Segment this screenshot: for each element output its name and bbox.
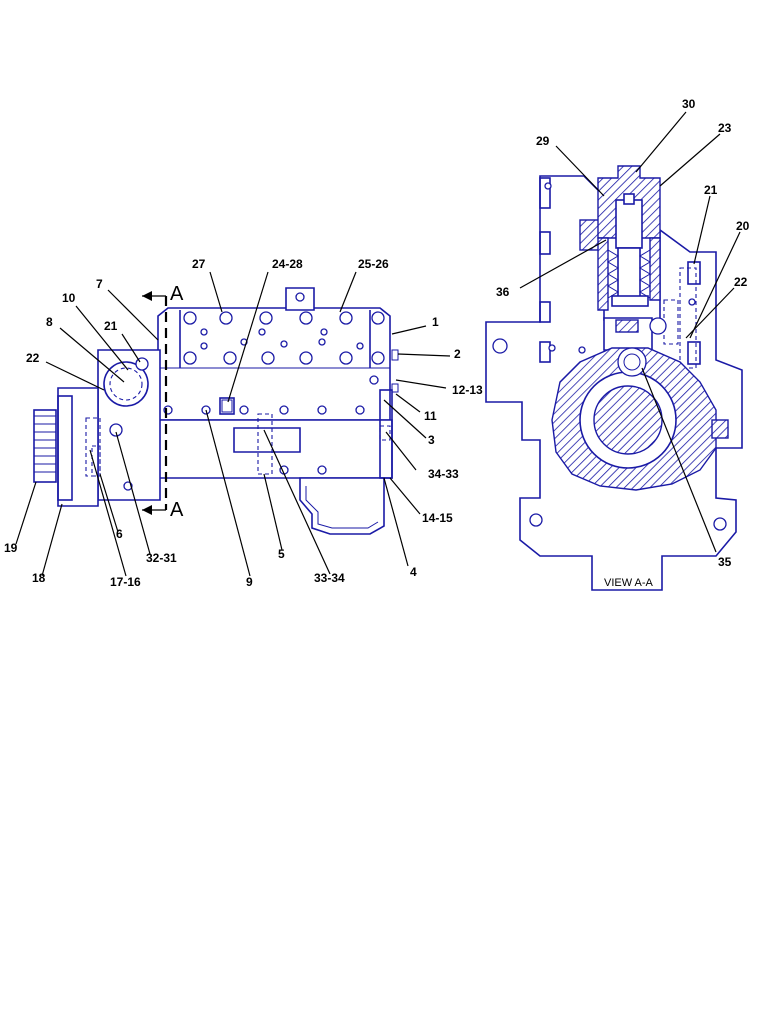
- top-bolt-row: [183, 311, 385, 365]
- callout-35: 35: [718, 555, 732, 569]
- callout-32-31: 32-31: [146, 551, 177, 565]
- callout-7: 7: [96, 277, 103, 291]
- callout-19: 19: [4, 541, 18, 555]
- callout-9: 9: [246, 575, 253, 589]
- callout-23: 23: [718, 121, 732, 135]
- callout-4: 4: [410, 565, 417, 579]
- callout-36: 36: [496, 285, 510, 299]
- callout-30: 30: [682, 97, 696, 111]
- callout-14-15: 14-15: [422, 511, 453, 525]
- view-caption: VIEW A-A: [604, 577, 654, 589]
- callout-1: 1: [432, 315, 439, 329]
- section-letter-top: A: [170, 283, 184, 305]
- callout-18: 18: [32, 571, 46, 585]
- callout-3: 3: [428, 433, 435, 447]
- callout-17-16: 17-16: [110, 575, 141, 589]
- callout-10: 10: [62, 291, 76, 305]
- left-leader-lines: [15, 271, 451, 577]
- mid-stud-row: [163, 375, 379, 475]
- drive-gear: [33, 395, 73, 501]
- callout-8: 8: [46, 315, 53, 329]
- callout-11: 11: [424, 409, 437, 423]
- callout-34-33: 34-33: [428, 467, 459, 481]
- callout-2: 2: [454, 347, 461, 361]
- callout-25-26: 25-26: [358, 257, 389, 271]
- right-leader-lines: [519, 111, 741, 553]
- left-callouts: 27 24-28 25-26 7 10 8 21 22 1 2 12-13 11…: [4, 257, 483, 589]
- callout-12-13: 12-13: [452, 383, 483, 397]
- callout-6: 6: [116, 527, 123, 541]
- section-letter-bottom: A: [170, 499, 184, 521]
- callout-21: 21: [104, 319, 118, 333]
- spring: [607, 249, 651, 299]
- right-callouts: 30 29 23 21 20 22 36 35: [496, 97, 750, 569]
- callout-33-34: 33-34: [314, 571, 345, 585]
- callout-5: 5: [278, 547, 285, 561]
- callout-21-section: 21: [704, 183, 718, 197]
- pump-side-view: A A: [33, 283, 399, 535]
- pump-section-view: [485, 165, 743, 591]
- callout-20: 20: [736, 219, 750, 233]
- callout-22-section: 22: [734, 275, 748, 289]
- callout-29: 29: [536, 134, 550, 148]
- callout-22: 22: [26, 351, 40, 365]
- callout-27: 27: [192, 257, 206, 271]
- callout-24-28: 24-28: [272, 257, 303, 271]
